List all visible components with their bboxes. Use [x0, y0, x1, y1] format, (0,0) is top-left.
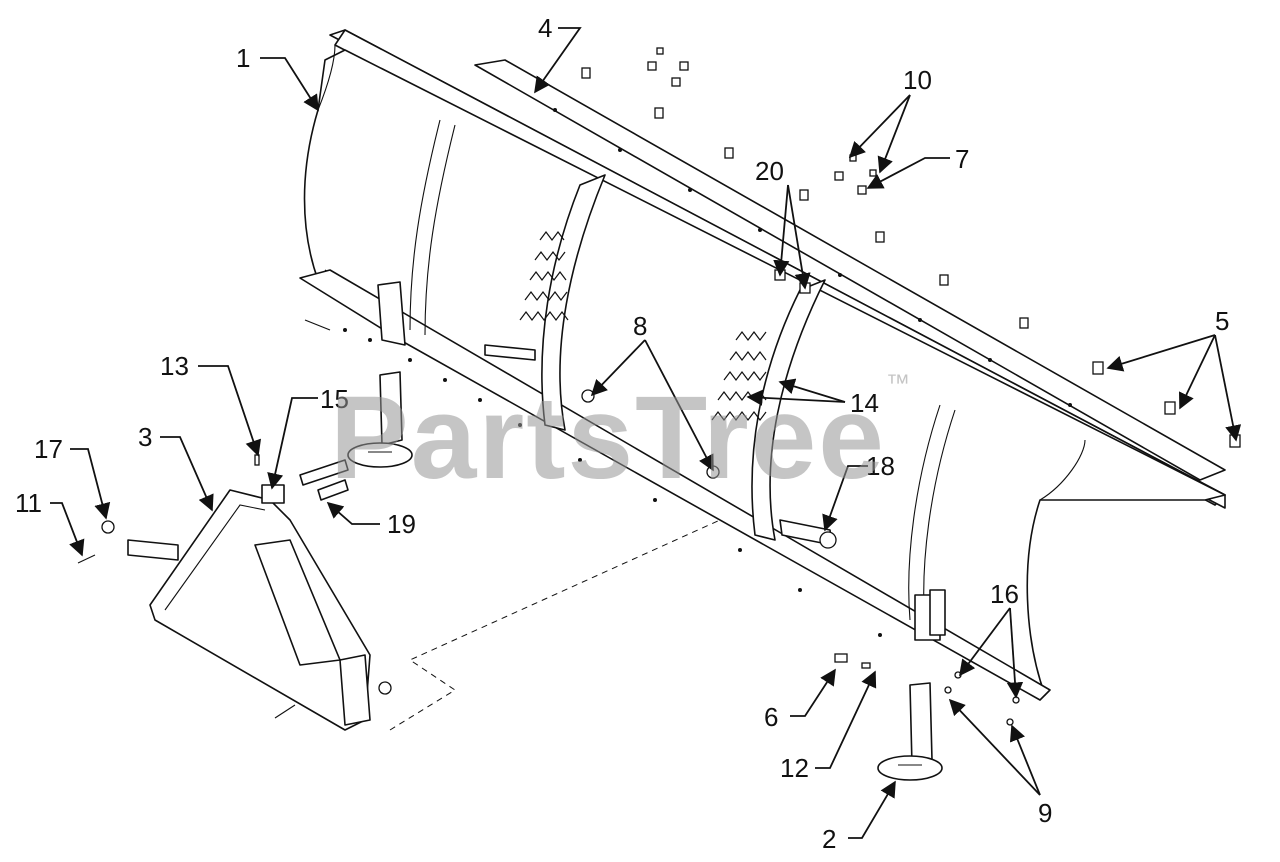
callout-13: 13: [160, 351, 189, 381]
callout-3: 3: [138, 422, 152, 452]
plow-frame: [127, 484, 721, 731]
callout-1: 1: [236, 43, 250, 73]
callout-18: 18: [866, 451, 895, 481]
hinge-bracket-right: [914, 589, 946, 641]
pin-18: [779, 519, 837, 549]
callout-10: 10: [903, 65, 932, 95]
center-rib-left: [541, 174, 606, 431]
callout-20: 20: [755, 156, 784, 186]
blade-moldboard: [299, 29, 1226, 701]
callout-labels: 1 2 3 4 5 6 7 8 9 10 11 12 13 14 15 16 1…: [15, 13, 1229, 854]
callout-6: 6: [764, 702, 778, 732]
callout-7: 7: [955, 144, 969, 174]
callout-17: 17: [34, 434, 63, 464]
callout-4: 4: [538, 13, 552, 43]
pin-19: [299, 459, 349, 501]
leader-lines: [50, 27, 1242, 839]
center-rib-right: [751, 279, 826, 541]
skid-stand-right: [877, 682, 943, 781]
left-rib: [377, 281, 406, 346]
top-bar: [474, 59, 1226, 481]
callout-19: 19: [387, 509, 416, 539]
axle-pin: [484, 344, 536, 361]
callout-2: 2: [822, 824, 836, 854]
callout-14: 14: [850, 388, 879, 418]
callout-5: 5: [1215, 306, 1229, 336]
callout-16: 16: [990, 579, 1019, 609]
callout-9: 9: [1038, 798, 1052, 828]
springs: [519, 231, 767, 421]
callout-15: 15: [320, 384, 349, 414]
callout-12: 12: [780, 753, 809, 783]
callout-11: 11: [15, 488, 42, 518]
skid-stand-left: [347, 371, 413, 468]
callout-8: 8: [633, 311, 647, 341]
